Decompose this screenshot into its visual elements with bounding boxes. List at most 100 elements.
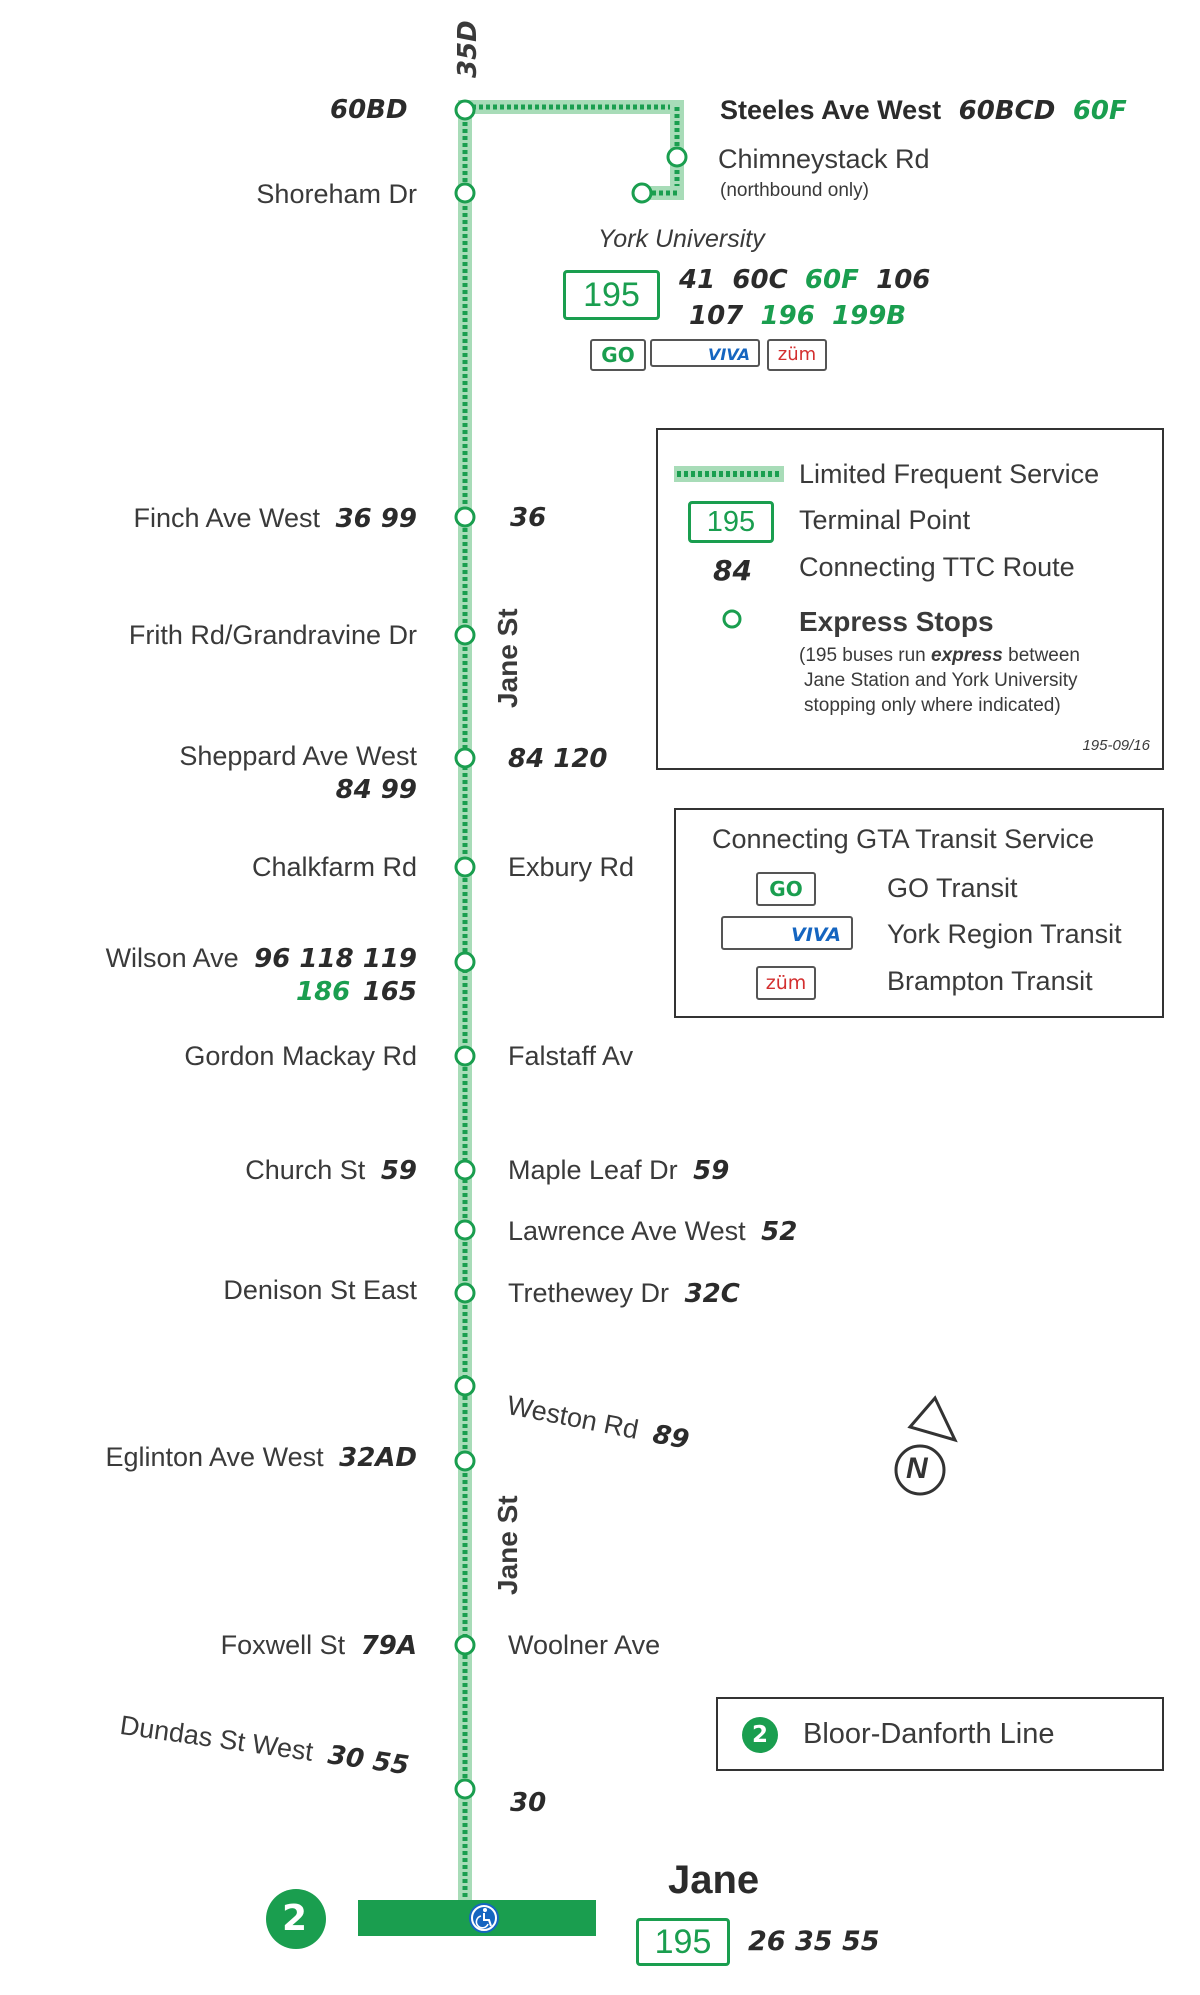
stop-sheppard-right-routes: 84 120 — [508, 744, 608, 774]
stop-shoreham: Shoreham Dr — [256, 179, 417, 209]
york-route: 199B — [832, 301, 907, 331]
stop-routes: 60BCD — [958, 96, 1056, 126]
stop-marker — [666, 146, 688, 168]
york-route: 196 — [760, 301, 815, 331]
york-route: 107 — [689, 301, 744, 331]
stop-gordon-mackay: Gordon Mackay Rd — [184, 1041, 417, 1071]
line-name: Bloor-Danforth Line — [803, 1718, 1055, 1750]
route-35d-label: 35D — [453, 20, 483, 78]
stop-chimneystack-note: (northbound only) — [720, 180, 869, 201]
street-name-jane-upper: Jane St — [492, 608, 523, 708]
stop-marker — [454, 1634, 476, 1656]
stop-marker — [454, 1778, 476, 1800]
stop-routes: 59 — [380, 1156, 417, 1186]
gta-go-label: GO Transit — [887, 873, 1018, 903]
legend-express-title: Express Stops — [799, 606, 994, 637]
legend-limited-swatch — [674, 466, 784, 482]
viva-logo: VIVA — [721, 916, 853, 950]
legend-express-note: (195 buses run express between — [799, 646, 1080, 665]
station-routes: 26 35 55 — [748, 1926, 880, 1957]
street-name-jane-lower: Jane St — [492, 1495, 523, 1595]
stop-marker — [454, 747, 476, 769]
subway-line-2-icon: 2 — [742, 1717, 778, 1753]
go-transit-logo: GO — [756, 872, 816, 906]
legend-express-note-part: (195 buses run — [799, 645, 932, 666]
stop-marker — [454, 99, 476, 121]
stop-routes: 96 118 119 — [254, 944, 417, 974]
stop-routes-green: 60F — [1072, 96, 1127, 126]
stop-name: Trethewey Dr — [508, 1278, 670, 1308]
stop-sheppard-routes: 84 99 — [335, 775, 417, 805]
stop-wilson: Wilson Ave 96 118 119 — [105, 943, 417, 974]
stop-marker — [454, 951, 476, 973]
legend-terminal-label: Terminal Point — [799, 505, 971, 535]
stop-marker — [454, 1045, 476, 1067]
stop-lawrence: Lawrence Ave West 52 — [508, 1218, 797, 1246]
york-route: 60C — [732, 265, 788, 295]
york-routes-row2: 107 196 199B — [689, 302, 906, 329]
stop-frith: Frith Rd/Grandravine Dr — [128, 620, 417, 650]
stop-marker — [454, 856, 476, 878]
legend-connect-route: 84 — [713, 554, 752, 587]
stop-marker — [454, 182, 476, 204]
stop-routes: 79A — [360, 1631, 417, 1661]
stop-foxwell: Foxwell St 79A — [221, 1631, 417, 1661]
wheelchair-icon — [469, 1903, 499, 1933]
legend-express-note-part: express — [931, 645, 1003, 666]
stop-name: Wilson Ave — [105, 943, 239, 973]
york-routes-row1: 41 60C 60F 106 — [679, 266, 930, 293]
stop-marker — [631, 182, 653, 204]
york-terminal-box: 195 — [563, 270, 660, 320]
north-label: N — [906, 1452, 928, 1485]
gta-brampton-label: Brampton Transit — [887, 966, 1093, 996]
legend-express-note-line2: Jane Station and York University — [804, 670, 1078, 691]
legend-code: 195-09/16 — [1082, 737, 1150, 754]
zum-logo: züm — [756, 966, 816, 1000]
legend-express-note-part: between — [1002, 645, 1080, 666]
stop-chimneystack: Chimneystack Rd — [718, 144, 930, 174]
legend-connect-label: Connecting TTC Route — [799, 552, 1075, 582]
stop-trethewey: Trethewey Dr 32C — [508, 1278, 740, 1308]
stop-routes: 36 99 — [335, 504, 417, 534]
stop-denison: Denison St East — [223, 1275, 417, 1305]
go-transit-logo: GO — [590, 339, 646, 371]
stop-routes: 32AD — [339, 1443, 417, 1473]
stop-finch: Finch Ave West 36 99 — [133, 504, 417, 534]
legend-limited-label: Limited Frequent Service — [799, 459, 1100, 489]
stop-maple-leaf: Maple Leaf Dr 59 — [508, 1155, 730, 1186]
york-route: 106 — [876, 265, 931, 295]
gta-yrt-label: York Region Transit — [887, 919, 1122, 949]
stop-church: Church St 59 — [245, 1155, 417, 1186]
line-2-badge-number: 2 — [282, 1898, 308, 1939]
stop-exbury: Exbury Rd — [508, 852, 635, 882]
stop-eglinton: Eglinton Ave West 32AD — [105, 1442, 417, 1473]
stop-routes: 165 — [362, 977, 417, 1007]
gta-title: Connecting GTA Transit Service — [712, 824, 1095, 854]
bloor-danforth-box: 2 Bloor-Danforth Line — [716, 1697, 1164, 1771]
stop-marker — [454, 1450, 476, 1472]
york-route: 41 — [679, 265, 716, 295]
viva-logo: VIVA — [650, 339, 760, 367]
stop-chalkfarm: Chalkfarm Rd — [251, 852, 417, 882]
stop-name: Eglinton Ave West — [105, 1442, 324, 1472]
stop-woolner: Woolner Ave — [508, 1630, 661, 1660]
legend-express-note-line3: stopping only where indicated) — [804, 695, 1061, 716]
stop-steeles: Steeles Ave West 60BCD 60F — [720, 96, 1127, 126]
stop-finch-right-routes: 36 — [510, 503, 547, 533]
stop-sheppard: Sheppard Ave West — [179, 741, 417, 771]
legend-box: Limited Frequent Service 195 Terminal Po… — [656, 428, 1164, 770]
legend-express-stop-icon — [722, 609, 742, 629]
york-university-title: York University — [598, 225, 765, 253]
york-route: 60F — [804, 265, 859, 295]
stop-marker — [454, 1219, 476, 1241]
stop-name: Maple Leaf Dr — [508, 1155, 678, 1185]
station-name: Jane — [668, 1858, 760, 1902]
stop-marker — [454, 1159, 476, 1181]
route-60bd-label: 60BD — [330, 95, 408, 125]
subway-line-2-icon — [266, 1889, 326, 1949]
stop-name: Church St — [245, 1155, 366, 1185]
stop-routes: 59 — [693, 1156, 730, 1186]
stop-wilson-routes-2: 186 165 — [296, 979, 417, 1005]
